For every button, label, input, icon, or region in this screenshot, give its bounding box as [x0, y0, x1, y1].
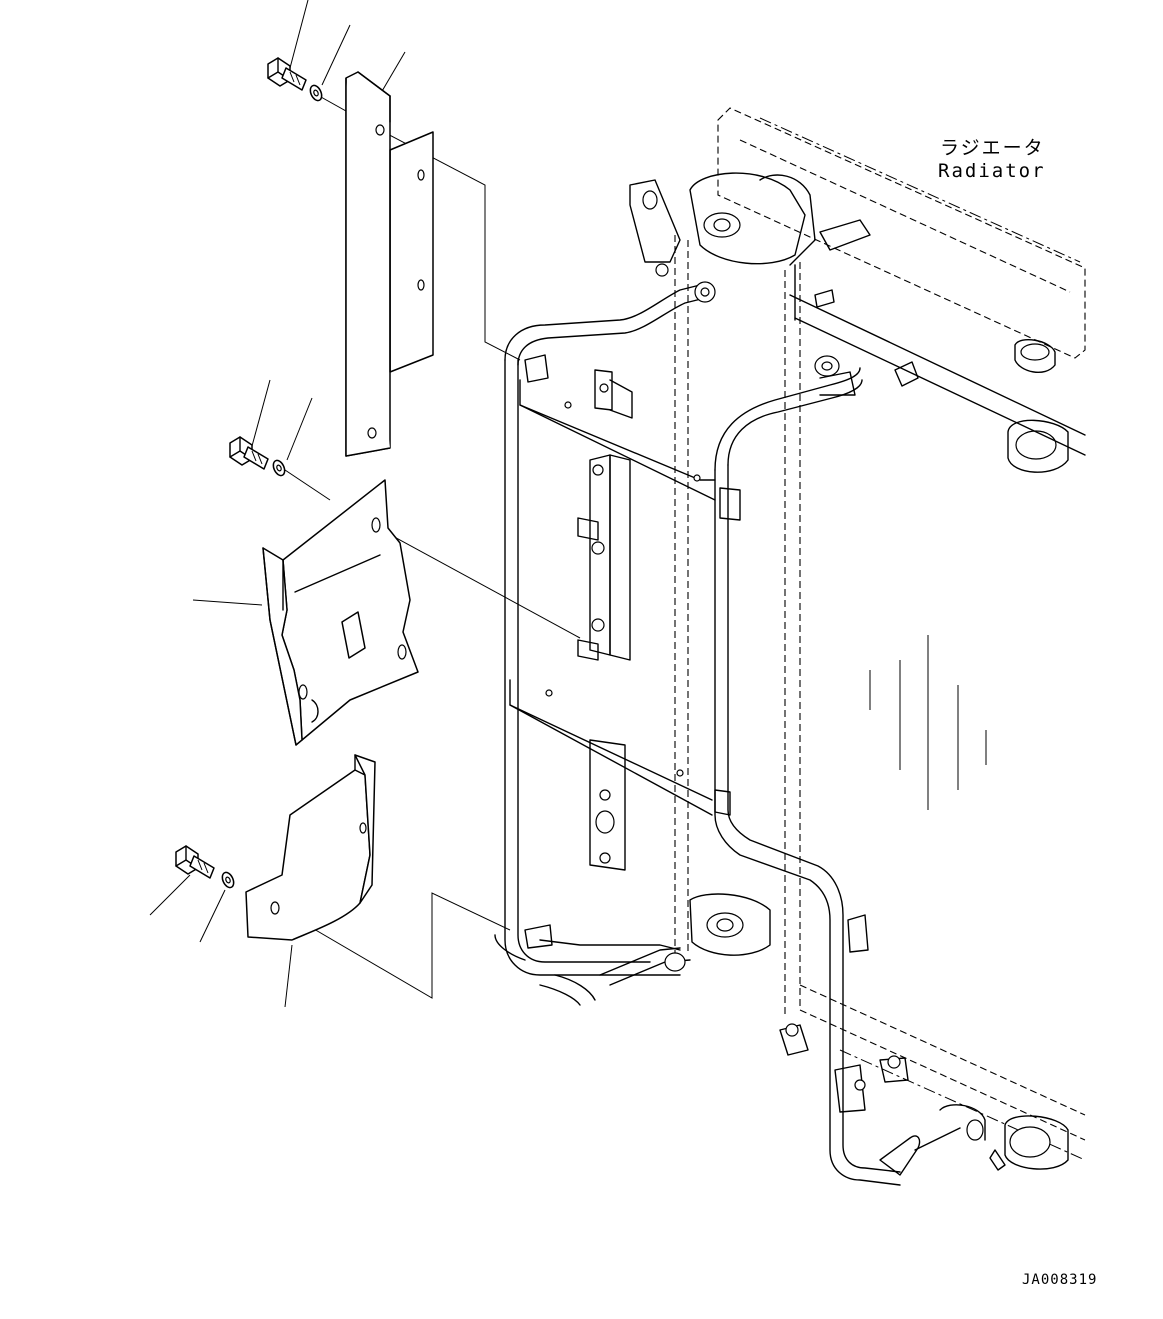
radiator-assembly: [589, 107, 1086, 1171]
bolt-set-bottom: [175, 845, 235, 889]
lower-cover-plate: [245, 754, 376, 941]
bolt-set-top: [267, 57, 323, 102]
guard-frame: [494, 281, 961, 1186]
drawing-code: JA008319: [1022, 1272, 1098, 1288]
radiator-label-japanese: ラジエータ: [940, 137, 1045, 159]
leader-lines: [149, 0, 581, 1008]
middle-cover-plate: [262, 479, 419, 746]
bolt-set-middle: [229, 436, 286, 477]
top-bracket-plate: [345, 71, 434, 457]
radiator-label-english: Radiator: [938, 160, 1046, 182]
